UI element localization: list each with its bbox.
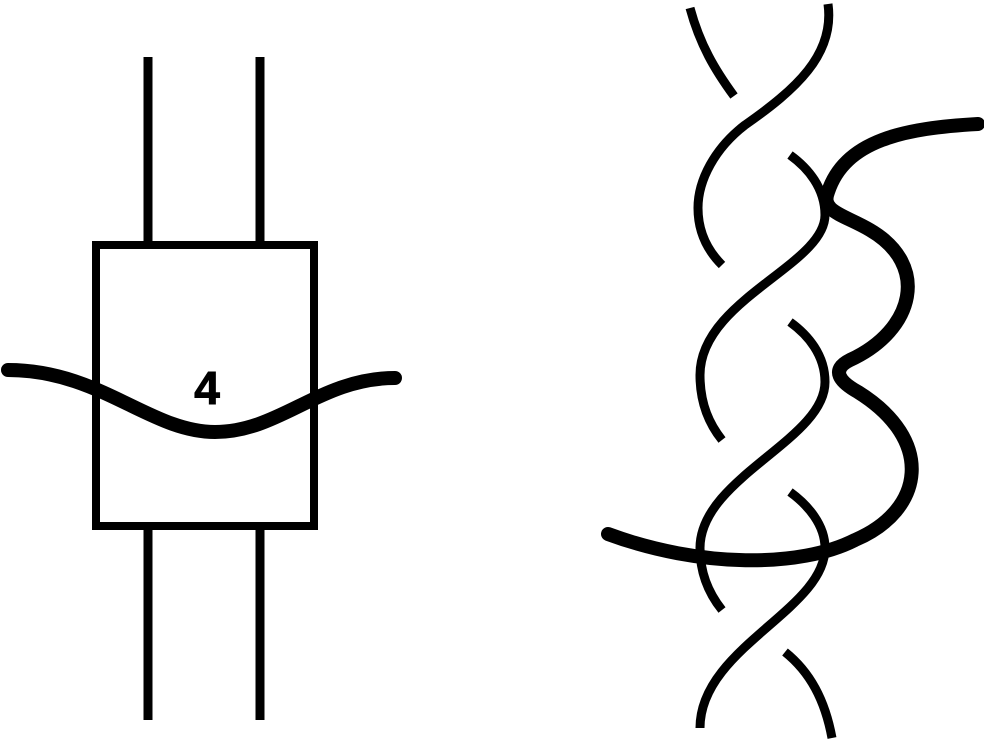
braid-strand-b xyxy=(693,3,834,269)
braid-strand-a xyxy=(695,488,830,729)
box-notation-figure: 4 xyxy=(1,57,402,720)
box-label: 4 xyxy=(194,362,220,414)
thick-braid-strand xyxy=(601,117,984,568)
thick-crossing-strand xyxy=(1,363,402,440)
braid-strand-b xyxy=(695,318,830,613)
braid-figure xyxy=(601,3,984,739)
braid-strand-a xyxy=(685,6,738,99)
braid-strand-b xyxy=(782,648,837,739)
braid-strand-a xyxy=(695,151,830,443)
